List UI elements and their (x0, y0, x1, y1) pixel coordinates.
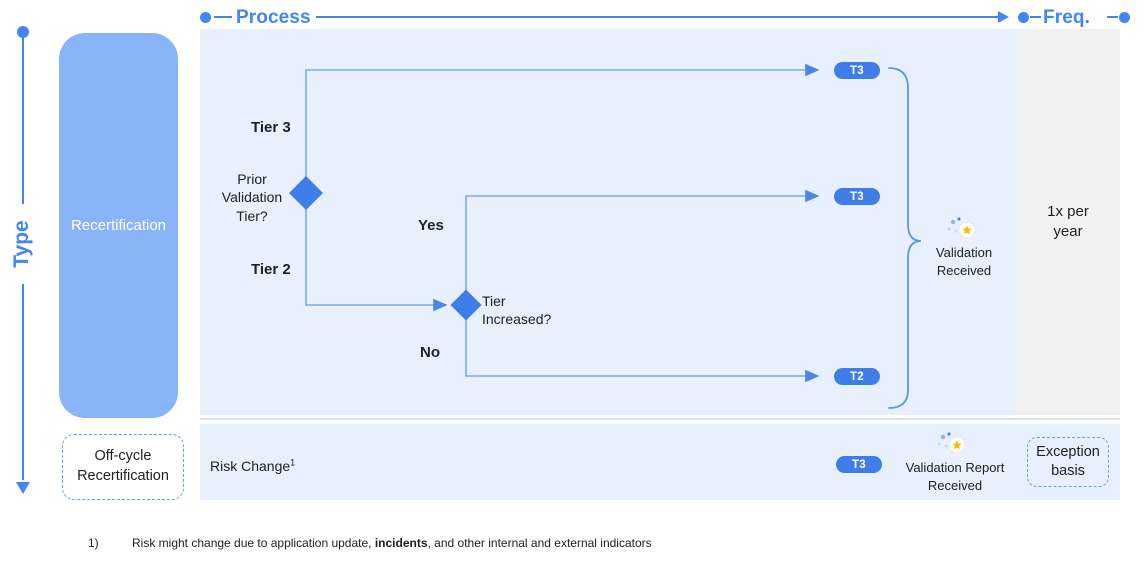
node-tier-increased: Tier Increased? (482, 292, 592, 329)
type-axis: Type (4, 26, 46, 494)
type-axis-arrowhead (16, 482, 30, 494)
offcycle-label-line2: Recertification (77, 468, 169, 484)
exception-line1: Exception (1036, 444, 1100, 461)
row-separator (200, 418, 1120, 420)
freq-text-main: 1x per year (1047, 202, 1089, 243)
node-line-2: Validation (221, 189, 283, 206)
outcome-line-1: Validation (935, 245, 993, 260)
offcycle-outcome-line-2: Received (927, 477, 983, 493)
risk-change-footnote-marker: 1 (290, 457, 296, 468)
process-axis-start-dot (200, 12, 211, 23)
risk-change-label: Risk Change (210, 458, 291, 474)
outcome-validation-received: Validation Received (904, 244, 1024, 279)
process-axis-line (316, 16, 1000, 18)
footnote-text-bold: incidents (374, 536, 428, 550)
freq-main-line1: 1x per (1047, 202, 1089, 220)
recertification-label: Recertification (70, 217, 167, 234)
branch-label-no: No (420, 344, 440, 361)
validation-report-badge-icon (935, 431, 973, 459)
process-panel-offcycle (200, 424, 1016, 500)
tier-badge-t2-bottom: T2 (834, 368, 880, 385)
node2-line-2: Increased? (482, 311, 552, 328)
freq-axis-end-dot (1119, 12, 1130, 23)
exception-basis-box: Exception basis (1027, 437, 1109, 487)
freq-axis-dash-right (1107, 16, 1118, 18)
process-panel-recertification (200, 29, 1016, 415)
node-line-3: Tier? (236, 207, 268, 224)
tier-badge-t3-middle: T3 (834, 188, 880, 205)
outcome-validation-report-received: Validation Report Received (896, 459, 1014, 494)
axis-header: Process Freq. (0, 0, 1144, 32)
footnote: 1) Risk might change due to application … (88, 536, 988, 550)
axis-label-freq: Freq. (1043, 7, 1090, 28)
process-axis-arrowhead (998, 11, 1009, 23)
freq-axis-dash-left (1030, 16, 1041, 18)
type-block-offcycle-recertification: Off-cycle Recertification (62, 434, 184, 500)
node-line-1: Prior (237, 171, 267, 187)
type-block-recertification: Recertification (59, 33, 178, 418)
freq-cell-recertification: 1x per year (1016, 29, 1120, 415)
outcome-line-2: Received (936, 262, 992, 278)
process-axis-dash-left (214, 16, 232, 18)
freq-cell-offcycle: Exception basis (1016, 424, 1120, 500)
branch-label-tier2: Tier 2 (251, 261, 291, 278)
tier-badge-t3-offcycle: T3 (836, 456, 882, 473)
footnote-text: Risk might change due to application upd… (132, 536, 652, 550)
footnote-marker: 1) (88, 536, 99, 550)
validation-badge-icon (945, 216, 983, 244)
branch-label-tier3: Tier 3 (251, 119, 291, 136)
footnote-text-part2: , and other internal and external indica… (427, 536, 652, 550)
tier-badge-t3-top: T3 (834, 62, 880, 79)
node-risk-change: Risk Change1 (210, 457, 295, 475)
offcycle-outcome-line-1: Validation Report (905, 460, 1005, 475)
freq-main-line2: year (1053, 223, 1083, 240)
axis-label-process: Process (236, 7, 311, 28)
node-prior-validation-tier: Prior Validation Tier? (205, 170, 299, 225)
node2-line-1: Tier (482, 293, 506, 309)
offcycle-label-line1: Off-cycle (94, 448, 152, 465)
freq-axis-start-dot (1018, 12, 1029, 23)
footnote-text-part1: Risk might change due to application upd… (132, 536, 375, 550)
branch-label-yes: Yes (418, 217, 444, 234)
exception-line2: basis (1051, 463, 1085, 479)
